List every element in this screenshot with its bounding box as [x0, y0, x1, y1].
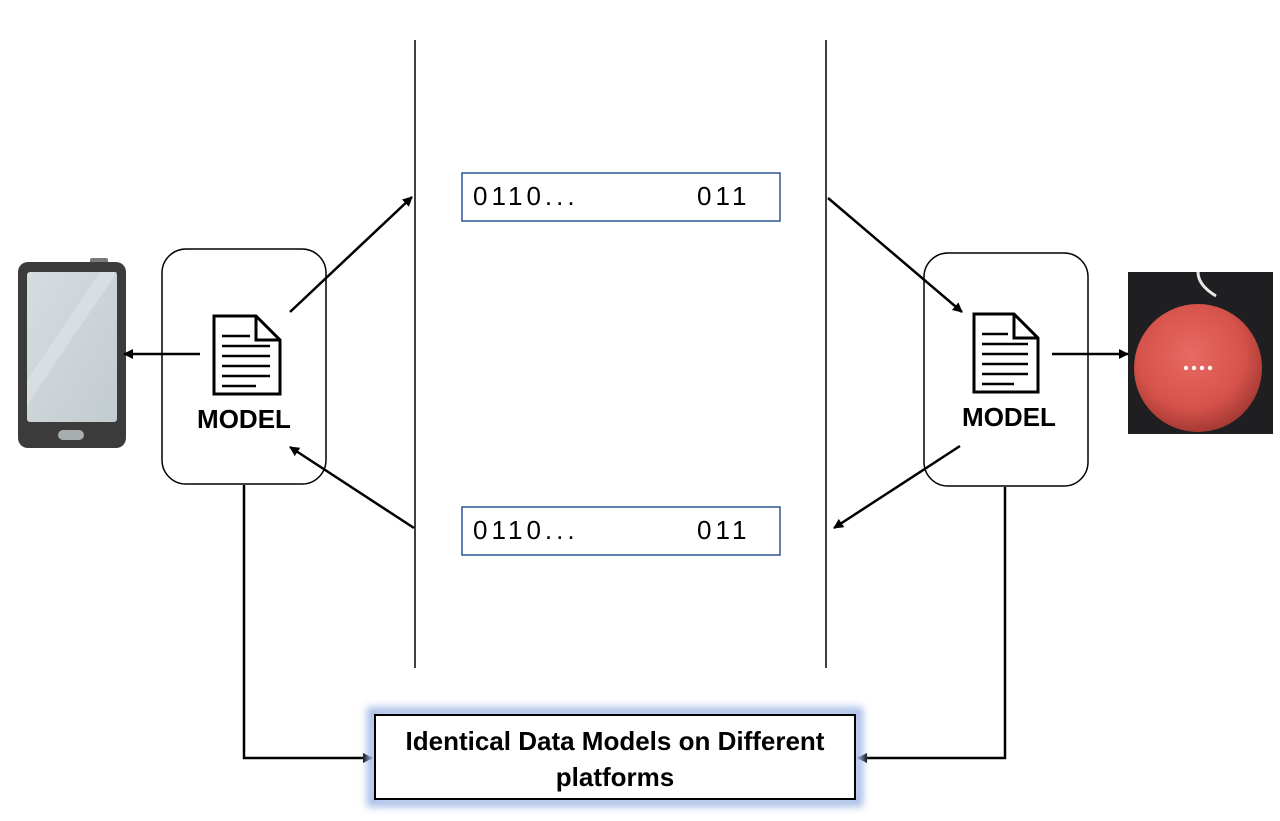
document-icon	[972, 312, 1040, 394]
smart-speaker-icon	[1128, 271, 1273, 434]
smartphone-icon	[18, 258, 126, 448]
packet-bottom-end-bits: 011	[697, 515, 750, 545]
caption-line-2: platforms	[556, 762, 674, 792]
caption-box	[374, 714, 856, 800]
arrow-channel-bottom-to-left-model	[289, 445, 415, 530]
connector-right-model-to-caption	[857, 487, 1007, 763]
left-model-label: MODEL	[197, 404, 291, 434]
packet-bottom-box	[461, 506, 781, 556]
caption-line-1: Identical Data Models on Different	[406, 726, 825, 756]
connector-left-model-to-caption	[242, 485, 373, 763]
arrow-left-model-to-channel-top	[289, 196, 413, 313]
packet-bottom-start-bits: 0110...	[473, 515, 579, 545]
packet-top-start-bits: 0110...	[473, 181, 579, 211]
document-icon	[212, 314, 282, 396]
arrow-right-model-to-channel-bottom	[833, 444, 961, 530]
packet-top-box	[461, 172, 781, 222]
arrow-channel-top-to-right-model	[827, 197, 963, 313]
right-model-label: MODEL	[962, 402, 1056, 432]
packet-top-end-bits: 011	[697, 181, 750, 211]
caption-glow	[367, 707, 863, 807]
